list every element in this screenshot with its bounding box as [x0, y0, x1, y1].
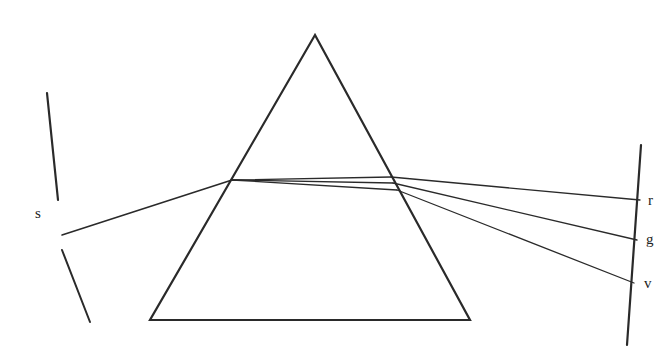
ray-green: [393, 183, 637, 240]
slit-label: s: [34, 206, 42, 221]
ray-violet: [397, 190, 634, 283]
slit-upper: [47, 93, 58, 200]
incident-ray: [62, 180, 232, 235]
color-label: r: [647, 193, 654, 208]
slit-lower: [62, 250, 90, 322]
ray-inside-red: [232, 177, 391, 180]
ray-red: [391, 177, 640, 200]
color-label: v: [643, 276, 653, 291]
color-label: g: [645, 232, 655, 247]
prism: [150, 35, 470, 320]
ray-inside-violet: [232, 180, 397, 190]
screen: [627, 145, 641, 345]
